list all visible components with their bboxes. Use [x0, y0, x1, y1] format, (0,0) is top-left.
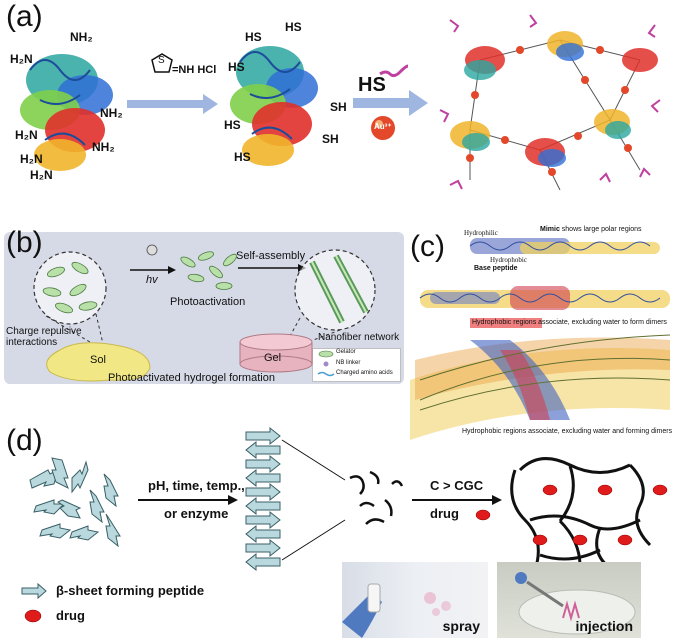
gold-ion-label: Au³⁺ — [374, 122, 392, 131]
cgc-label: C > CGC — [430, 478, 484, 493]
legend-gelator: Gelator — [336, 349, 356, 355]
spray-photo: spray — [342, 562, 488, 638]
zoom-line-top — [281, 439, 346, 481]
base-peptide-label: Base peptide — [474, 265, 518, 272]
thiol-label-3: HS — [228, 60, 245, 74]
panel-label-a: (a) — [6, 0, 43, 33]
beta-sheet-stack — [245, 426, 281, 572]
hs-peptide-squiggle — [379, 64, 409, 78]
panel-b-caption: Photoactivated hydrogel formation — [108, 372, 275, 384]
hv-label: hv — [146, 274, 158, 286]
conditions-line2: or enzyme — [164, 506, 229, 521]
mimic-label: Mimic shows large polar regions — [540, 226, 642, 233]
iminothiolane-ring — [151, 53, 173, 73]
arrow-1 — [127, 94, 218, 114]
thiol-label-5: HS — [224, 118, 241, 132]
hydrogel-drugs — [532, 484, 668, 546]
panel-label-d: (d) — [6, 424, 43, 457]
hydrophobic-label: Hydrophobic — [490, 256, 527, 264]
gelator-molecules-left — [42, 261, 98, 314]
injection-label: injection — [575, 618, 633, 634]
fibril-bundle — [410, 334, 671, 440]
monomer-strip — [469, 238, 660, 254]
amine-label-2: NH₂ — [70, 30, 93, 44]
thiol-label-1: HS — [245, 30, 262, 44]
legend-amino-icon — [317, 371, 335, 377]
arrow-d1 — [138, 495, 238, 505]
injection-photo: injection — [497, 562, 641, 638]
photoactivated-molecules — [180, 251, 237, 290]
bundle-caption: Hydrophobic regions associate, excluding… — [462, 428, 673, 435]
protein-structure-1 — [20, 54, 113, 171]
legend-peptide-label: β-sheet forming peptide — [56, 583, 205, 598]
drug-arrow-label: drug — [430, 506, 459, 521]
charge-repulsive-label: Charge repulsive interactions — [6, 326, 82, 348]
arrow-drug-dot — [475, 509, 491, 521]
amine-label-3: H₂N — [15, 128, 38, 142]
legend-peptide-icon — [21, 582, 47, 600]
legend-drug-label: drug — [56, 608, 85, 623]
network-gold-nodes — [466, 46, 632, 176]
legend-charged-amino: Charged amino acids — [336, 370, 393, 376]
protein-structure-2 — [230, 46, 318, 166]
amine-label-6: NH₂ — [92, 140, 115, 154]
legend-nb-linker: NB linker — [336, 360, 361, 366]
associate-dimers-text: associate, excluding water to form dimer… — [536, 319, 667, 326]
panel-label-b: (b) — [6, 226, 43, 259]
sol-label: Sol — [90, 354, 106, 366]
hydrophobic-regions-highlight: Hydrophobic regions — [472, 319, 537, 326]
conditions-line1: pH, time, temp., — [148, 478, 245, 493]
self-assembly-label: Self-assembly — [236, 250, 306, 262]
arrow-d2 — [412, 495, 502, 505]
photoactivation-label: Photoactivation — [170, 296, 246, 308]
amine-label-4: NH₂ — [100, 106, 123, 120]
lamp-icon — [146, 244, 158, 256]
zoom-line-bottom — [281, 519, 346, 561]
panel-label-c: (c) — [410, 230, 445, 263]
mimic-bold: Mimic — [540, 226, 560, 233]
nanofiber-network-label: Nanofiber network — [318, 332, 400, 343]
thiol-label-4: SH — [330, 100, 347, 114]
legend-drug-icon — [24, 609, 42, 623]
arrow-2 — [353, 90, 428, 116]
thiol-label-6: SH — [322, 132, 339, 146]
thiol-label-2: HS — [285, 20, 302, 34]
amine-label-1: H₂N — [10, 52, 33, 66]
reagent-label: =NH HCl — [172, 64, 217, 76]
dimer-caption: Hydrophobic regions associate, excluding… — [472, 319, 667, 326]
sol-blob — [46, 342, 151, 382]
amine-label-7: H₂N — [30, 168, 53, 182]
legend-gelator-icon — [318, 350, 334, 358]
hydrophobic-highlight — [470, 318, 542, 328]
amine-label-5: H₂N — [20, 152, 43, 166]
legend-nb-icon — [323, 361, 329, 367]
gel-label: Gel — [264, 352, 282, 364]
reagent-ring-atom: S — [158, 55, 165, 66]
dimer-strip — [419, 286, 670, 310]
mimic-rest: shows large polar regions — [559, 226, 642, 233]
peptide-arrows-random — [29, 457, 121, 548]
network-peptide-strands — [439, 14, 661, 190]
thiol-label-7: HS — [234, 150, 251, 164]
fibrils — [349, 470, 404, 525]
arrow2-label: HS — [358, 74, 386, 96]
spray-label: spray — [442, 618, 480, 634]
network-proteins — [450, 31, 658, 167]
hydrophilic-label: Hydrophilic — [464, 229, 498, 237]
